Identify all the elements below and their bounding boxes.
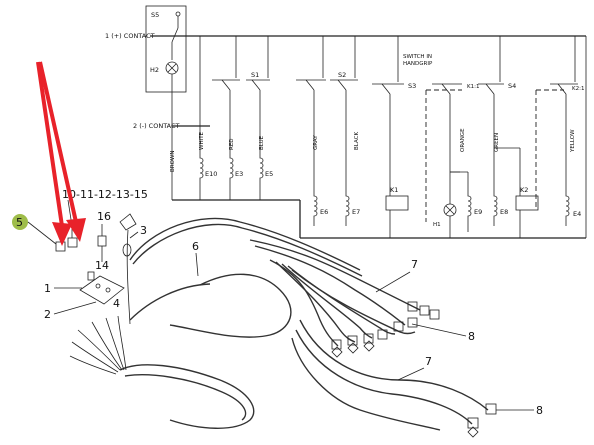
wire-label-green: GREEN <box>494 133 500 152</box>
coil-e7: E7 <box>345 148 360 226</box>
svg-text:E5: E5 <box>265 170 273 178</box>
handgrip-label-line1: SWITCH IN <box>403 54 432 60</box>
coil-e10: E10 <box>199 148 217 200</box>
switch-s1-label: S1 <box>251 71 259 79</box>
s5-terminal <box>175 11 181 17</box>
coil-e4: E4 <box>565 148 581 226</box>
switch-s2-label: S2 <box>338 71 346 79</box>
switch-s5-box <box>145 5 187 93</box>
relay-k1: K1 <box>385 148 409 238</box>
handgrip-part-3 <box>119 213 137 325</box>
connector-cluster-upper <box>393 301 440 332</box>
switch-s4-label: S4 <box>508 82 516 90</box>
coil-e6: E6 <box>313 148 328 226</box>
wire-label-white: WHITE <box>199 131 205 150</box>
handgrip-label-line2: HANDGRIP <box>403 61 433 67</box>
wire-label-yellow: YELLOW <box>570 129 576 153</box>
callout-5-highlight <box>12 214 28 230</box>
loose-wire-bundle <box>69 315 127 375</box>
callout-4: 4 <box>113 297 120 310</box>
svg-text:E8: E8 <box>500 208 508 216</box>
cable-loop-lower <box>119 364 255 429</box>
callout-16: 16 <box>97 210 111 223</box>
lamp-h1: H1 <box>433 172 457 238</box>
switch-s5-label: S5 <box>151 11 159 19</box>
contact-1-label: 1 (+) CONTACT <box>105 32 155 40</box>
wire-label-orange: ORANGE <box>460 128 466 152</box>
svg-text:E4: E4 <box>573 210 581 218</box>
callout-7-upper: 7 <box>411 258 418 271</box>
svg-text:K1: K1 <box>390 186 398 194</box>
switch-base-assembly <box>79 271 125 305</box>
wire-label-brown: BROWN <box>170 151 176 172</box>
callout-3: 3 <box>140 224 147 237</box>
red-arrow-1 <box>36 61 64 227</box>
lamp-h2-label: H2 <box>150 66 159 74</box>
wire-label-gray: GRAY <box>313 135 319 150</box>
callout-8-lower: 8 <box>536 404 543 417</box>
callout-6: 6 <box>192 240 199 253</box>
cable-6 <box>129 217 361 271</box>
callout-1: 1 <box>44 282 51 295</box>
red-arrow-2 <box>38 61 78 223</box>
svg-text:E10: E10 <box>205 170 217 178</box>
wiring-harness <box>55 213 497 438</box>
connector-cluster-lower <box>331 329 388 358</box>
wire-label-black: BLACK <box>354 132 360 150</box>
svg-text:E7: E7 <box>352 208 360 216</box>
coil-e3: E3 <box>229 148 243 200</box>
svg-text:K2: K2 <box>520 186 528 194</box>
svg-text:E9: E9 <box>474 208 482 216</box>
relay-k2: K2 <box>494 147 539 238</box>
callout-7-lower: 7 <box>425 355 432 368</box>
coil-e9: E9 <box>450 171 482 232</box>
connector-cluster-bottom <box>467 403 497 438</box>
contact-2-label: 2 (-) CONTACT <box>133 122 180 130</box>
wiring-schematic: S5 H2 1 (+) CONTACT 2 (-) CONTACT S1 <box>105 5 587 239</box>
coil-e5: E5 <box>259 148 273 200</box>
callout-14: 14 <box>95 259 109 272</box>
wire-label-blue: BLUE <box>259 135 265 150</box>
callout-8-upper: 8 <box>468 330 475 343</box>
coil-e8: E8 <box>493 148 508 226</box>
callout-2: 2 <box>44 308 51 321</box>
red-arrow-indicators <box>36 61 86 246</box>
callouts: 5 10-11-12-13-15 16 3 14 1 2 4 6 7 7 8 8 <box>12 188 543 417</box>
relay-contact-k2-label: K2:1 <box>572 86 584 92</box>
svg-text:E3: E3 <box>235 170 243 178</box>
callout-group: 10-11-12-13-15 <box>62 188 148 201</box>
svg-text:H1: H1 <box>433 222 441 228</box>
callout-5: 5 <box>16 216 23 229</box>
relay-contact-k1-label: K1:1 <box>467 84 479 90</box>
svg-text:E6: E6 <box>320 208 328 216</box>
switch-s3-label: S3 <box>408 82 416 90</box>
wire-label-red: RED <box>229 138 235 150</box>
cable-loop-mid <box>169 273 292 338</box>
